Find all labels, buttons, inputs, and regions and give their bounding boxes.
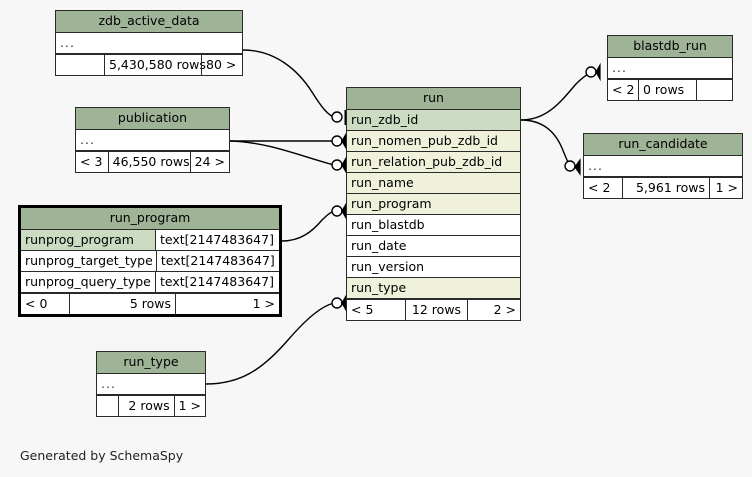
footer-incoming-count: < 2	[588, 180, 611, 196]
footer-outgoing-count: 24 >	[189, 152, 229, 173]
column-row-run_name[interactable]: run_name	[347, 173, 520, 195]
column-row-run_blastdb[interactable]: run_blastdb	[347, 215, 520, 237]
table-title-run_type: run_type	[97, 352, 205, 375]
collapsed-columns-indicator[interactable]: ...	[584, 156, 742, 177]
table-title-zdb_active_data: zdb_active_data	[56, 11, 242, 34]
footer-incoming-count: < 5	[351, 302, 374, 318]
table-title-run_candidate: run_candidate	[584, 134, 742, 157]
table-title-blastdb_run: blastdb_run	[608, 36, 732, 59]
column-name: run_type	[347, 278, 520, 299]
table-footer-blastdb_run: < 2 0 rows	[608, 79, 732, 101]
column-row-run_program[interactable]: run_program	[347, 194, 520, 216]
table-footer-run_type: 2 rows 1 >	[97, 395, 205, 417]
table-footer-run: < 5 12 rows 2 >	[347, 299, 520, 321]
footer-incoming-count	[97, 396, 118, 416]
edge-run_program-to-run	[281, 210, 335, 242]
table-footer-run_program: < 0 5 rows 1 >	[21, 293, 279, 315]
column-name: run_blastdb	[347, 215, 520, 236]
table-zdb_active_data[interactable]: zdb_active_data ... 5,430,580 rows 80 >	[55, 10, 243, 77]
table-title-publication: publication	[76, 108, 229, 131]
column-row[interactable]: runprog_program text[2147483647]	[21, 230, 279, 252]
table-run_candidate[interactable]: run_candidate ... < 2 5,961 rows 1 >	[583, 133, 743, 200]
footer-row-count: 5 rows	[69, 294, 175, 315]
column-row-run_zdb_id[interactable]: run_zdb_id	[347, 110, 520, 132]
table-run_type[interactable]: run_type ... 2 rows 1 >	[96, 351, 206, 418]
table-footer-run_candidate: < 2 5,961 rows 1 >	[584, 177, 742, 199]
edge-run-to-blastdb_run	[520, 72, 591, 121]
footer-row-count: 2 rows	[118, 396, 173, 417]
footer-incoming-count: < 3	[80, 154, 103, 170]
column-name: run_program	[347, 194, 520, 215]
footer-row-count: 5,961 rows	[622, 178, 709, 199]
footer-incoming-count: < 2	[612, 82, 635, 98]
column-name: run_relation_pub_zdb_id	[347, 152, 520, 173]
column-row-run_version[interactable]: run_version	[347, 257, 520, 279]
footer-outgoing-count: 1 >	[709, 178, 742, 199]
column-row-run_date[interactable]: run_date	[347, 236, 520, 258]
column-name: run_nomen_pub_zdb_id	[347, 131, 520, 152]
table-blastdb_run[interactable]: blastdb_run ... < 2 0 rows	[607, 35, 733, 102]
footer-row-count: 5,430,580 rows	[104, 55, 206, 76]
column-row-run_type[interactable]: run_type	[347, 278, 520, 300]
footer-outgoing-count	[696, 80, 732, 101]
generator-credit: Generated by SchemaSpy	[20, 448, 184, 463]
column-name: runprog_query_type	[21, 272, 155, 293]
column-name: run_name	[347, 173, 520, 194]
table-footer-publication: < 3 46,550 rows 24 >	[76, 151, 229, 173]
table-title-run_program: run_program	[21, 208, 279, 231]
column-row-run_relation_pub_zdb_id[interactable]: run_relation_pub_zdb_id	[347, 152, 520, 174]
collapsed-columns-indicator[interactable]: ...	[76, 130, 229, 151]
footer-row-count: 0 rows	[638, 80, 696, 101]
footer-incoming-count	[56, 55, 104, 75]
collapsed-columns-indicator[interactable]: ...	[608, 58, 732, 79]
column-type: text[2147483647]	[155, 251, 279, 272]
footer-row-count: 12 rows	[405, 300, 467, 321]
footer-outgoing-count: 1 >	[175, 294, 279, 315]
column-name: runprog_program	[21, 230, 155, 251]
footer-incoming-count: < 0	[25, 296, 48, 312]
column-row[interactable]: runprog_query_type text[2147483647]	[21, 272, 279, 294]
column-name: run_zdb_id	[347, 110, 520, 131]
column-name: runprog_target_type	[21, 251, 156, 272]
column-type: text[2147483647]	[155, 230, 279, 251]
table-title-run: run	[347, 88, 520, 111]
edge-zdb_active_data-to-run	[242, 49, 335, 118]
edge-run-to-run_candidate	[520, 119, 571, 167]
collapsed-columns-indicator[interactable]: ...	[56, 33, 242, 54]
table-footer-zdb_active_data: 5,430,580 rows 80 >	[56, 54, 242, 76]
collapsed-columns-indicator[interactable]: ...	[97, 374, 205, 395]
footer-outgoing-count: 2 >	[467, 300, 520, 321]
column-row-run_nomen_pub_zdb_id[interactable]: run_nomen_pub_zdb_id	[347, 131, 520, 153]
column-name: run_version	[347, 257, 520, 278]
column-row[interactable]: runprog_target_type text[2147483647]	[21, 251, 279, 273]
footer-row-count: 46,550 rows	[107, 152, 190, 173]
table-run[interactable]: run run_zdb_id run_nomen_pub_zdb_id run_…	[346, 87, 521, 322]
table-publication[interactable]: publication ... < 3 46,550 rows 24 >	[75, 107, 230, 174]
column-name: run_date	[347, 236, 520, 257]
footer-outgoing-count: 80 >	[201, 55, 242, 76]
edge-publication-to-run-relation	[229, 140, 335, 166]
table-run_program[interactable]: run_program runprog_program text[2147483…	[18, 205, 282, 318]
footer-outgoing-count: 1 >	[173, 396, 205, 417]
column-type: text[2147483647]	[155, 272, 279, 293]
